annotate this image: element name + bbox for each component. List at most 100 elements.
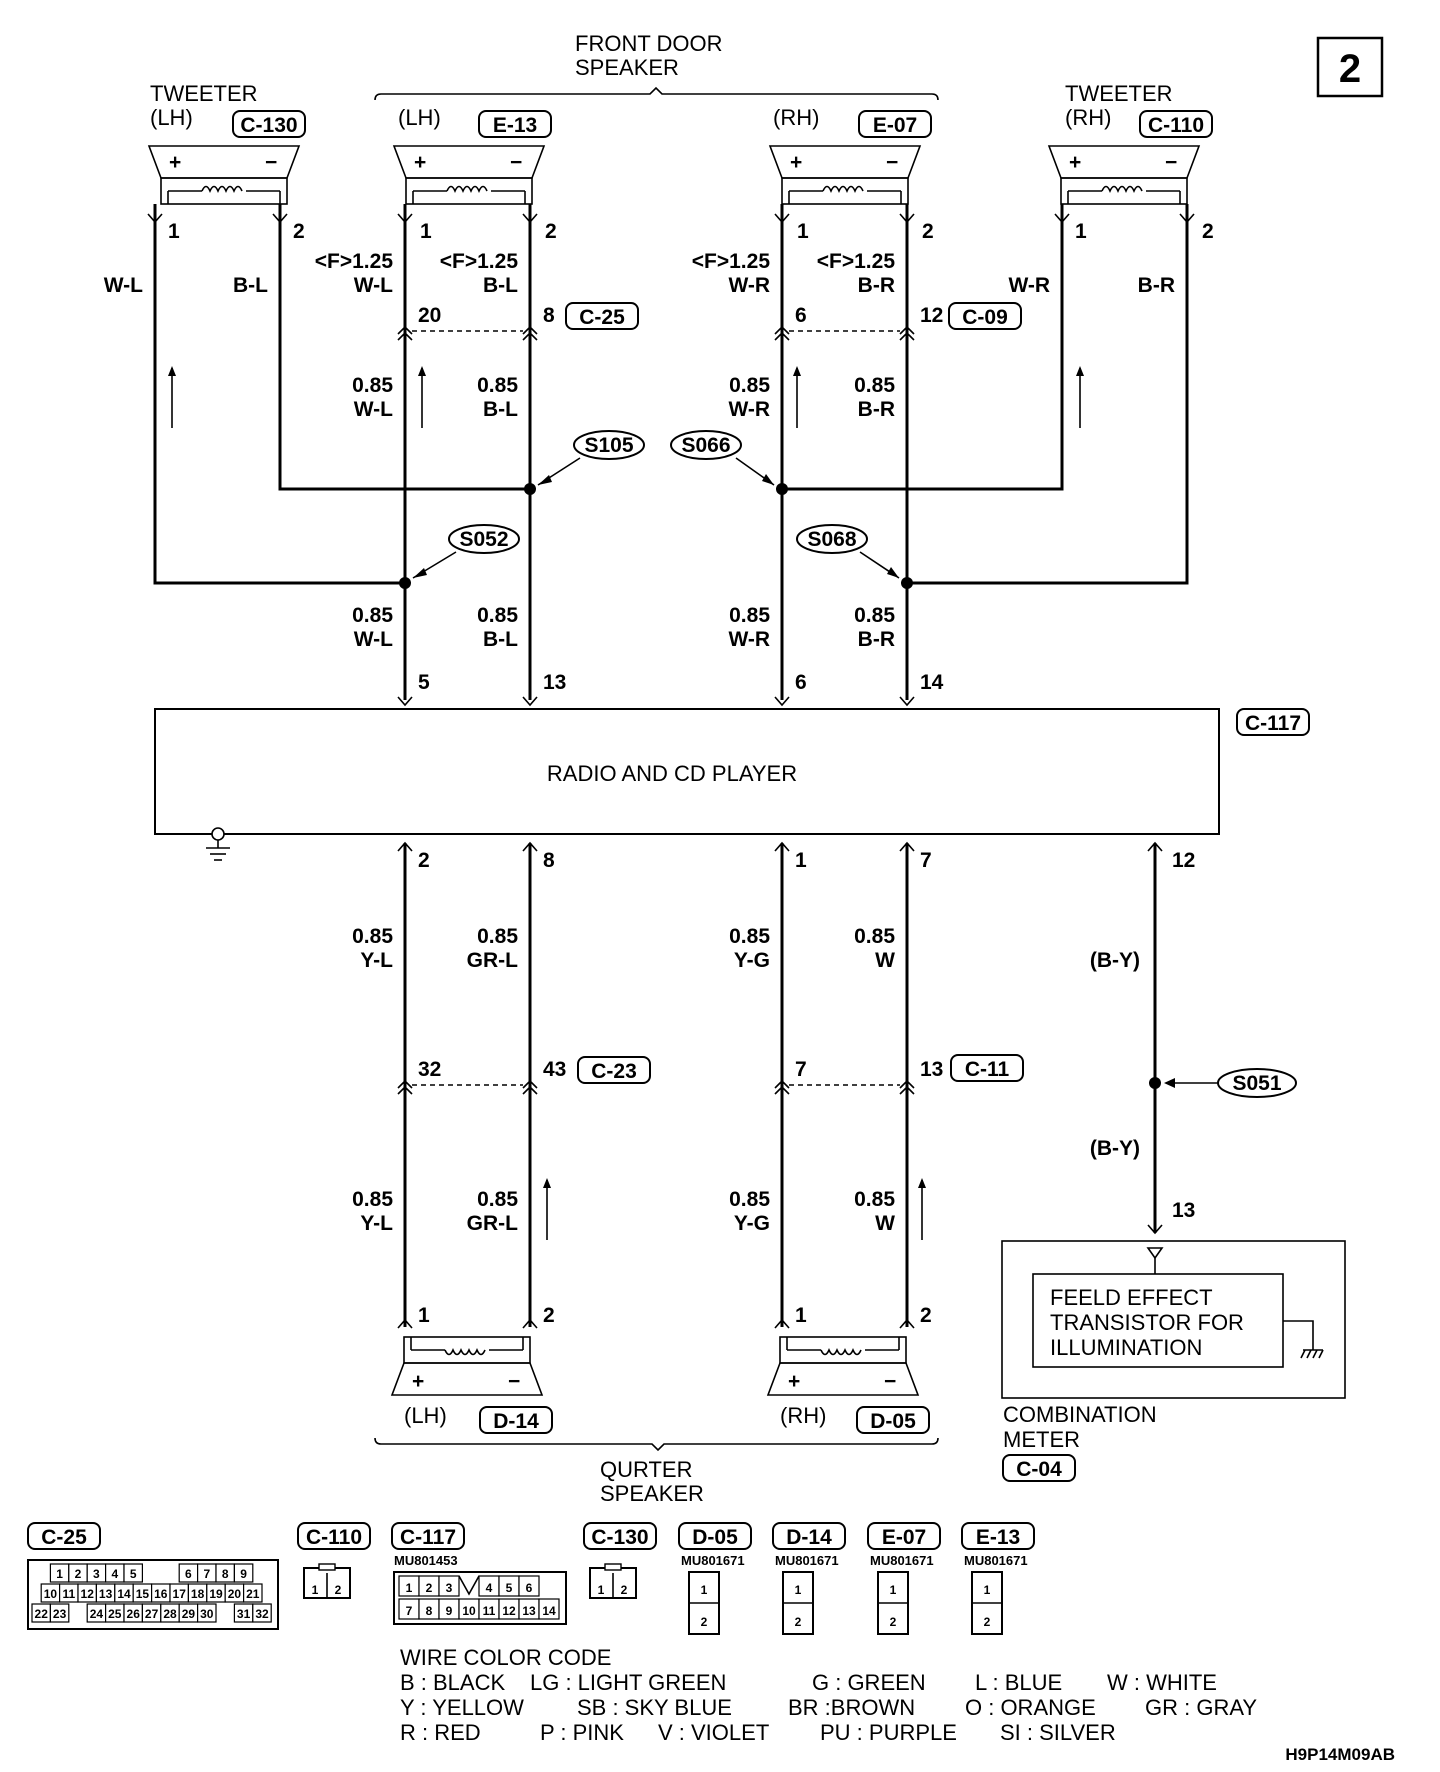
svg-text:0.85: 0.85	[477, 374, 518, 397]
svg-text:W-L: W-L	[354, 274, 393, 297]
page-number-box	[1316, 36, 1384, 98]
svg-text:SI : SILVER: SI : SILVER	[1000, 1720, 1116, 1745]
svg-text:<F>1.25: <F>1.25	[692, 250, 771, 273]
connector-pin: 5	[506, 1581, 513, 1595]
connector-pin: 9	[240, 1567, 247, 1581]
connector-pin: 11	[483, 1604, 496, 1618]
svg-text:(LH): (LH)	[404, 1403, 447, 1428]
svg-text:MU801453: MU801453	[394, 1553, 458, 1568]
svg-text:0.85: 0.85	[352, 604, 393, 627]
svg-text:Y-G: Y-G	[734, 949, 770, 972]
splice-s066: S066	[670, 430, 775, 486]
quarter-title-2: SPEAKER	[600, 1481, 704, 1506]
svg-text:Y-L: Y-L	[360, 949, 393, 972]
connector-pin: 7	[203, 1567, 210, 1581]
joint-c11-tag: C-11	[965, 1058, 1010, 1081]
wire-color-code: WIRE COLOR CODE B : BLACK LG : LIGHT GRE…	[400, 1645, 1257, 1745]
connector-pin: 6	[185, 1567, 192, 1581]
svg-text:0.85: 0.85	[854, 604, 895, 627]
svg-text:W-L: W-L	[354, 628, 393, 651]
quarter-speaker-rh: 1 2 (RH) D-05	[767, 1304, 932, 1434]
svg-text:S066: S066	[681, 434, 730, 457]
connector-pin: 10	[462, 1604, 476, 1618]
svg-text:RADIO AND CD PLAYER: RADIO AND CD PLAYER	[547, 761, 797, 786]
svg-text:2: 2	[1202, 220, 1214, 243]
svg-text:0.85: 0.85	[352, 925, 393, 948]
connector-pin: 6	[526, 1581, 533, 1595]
svg-text:2: 2	[418, 849, 430, 872]
tweeter-lh: TWEETER (LH) C-130 1 2	[148, 81, 306, 243]
svg-text:1: 1	[795, 1304, 807, 1327]
front-speaker-rh: (RH) E-07 1 2	[769, 105, 934, 243]
svg-text:C-110: C-110	[1148, 114, 1204, 137]
connector-pin: 5	[130, 1567, 137, 1581]
quarter-speaker-lh: 1 2 (LH) D-14	[391, 1304, 555, 1434]
svg-text:W-L: W-L	[104, 274, 143, 297]
svg-text:0.85: 0.85	[477, 604, 518, 627]
svg-text:2: 2	[543, 1304, 555, 1327]
svg-text:E-13: E-13	[976, 1526, 1020, 1549]
svg-text:0.85: 0.85	[854, 374, 895, 397]
svg-text:B-L: B-L	[483, 274, 518, 297]
svg-text:13: 13	[920, 1058, 943, 1081]
connector-pin: 4	[486, 1581, 493, 1595]
svg-text:G : GREEN: G : GREEN	[812, 1670, 926, 1695]
svg-text:6: 6	[795, 304, 807, 327]
svg-text:B-R: B-R	[858, 398, 895, 421]
connector-pin: 9	[446, 1604, 453, 1618]
front-speaker-lh: (LH) E-13 1 2	[393, 105, 557, 243]
front-door-title-1: FRONT DOOR	[575, 31, 722, 56]
svg-text:WIRE COLOR CODE: WIRE COLOR CODE	[400, 1645, 611, 1670]
svg-text:1: 1	[795, 1583, 802, 1597]
connector-pin: 31	[237, 1607, 251, 1621]
svg-text:R : RED: R : RED	[400, 1720, 481, 1745]
svg-text:LG : LIGHT GREEN: LG : LIGHT GREEN	[530, 1670, 726, 1695]
connector-tag: C-130	[240, 114, 297, 137]
svg-text:TWEETER: TWEETER	[150, 81, 258, 106]
svg-text:7: 7	[920, 849, 932, 872]
connector-pin: 20	[228, 1587, 242, 1601]
svg-text:1: 1	[598, 1583, 605, 1597]
svg-text:0.85: 0.85	[854, 925, 895, 948]
svg-text:(RH): (RH)	[1065, 105, 1111, 130]
svg-text:C-117: C-117	[400, 1526, 456, 1549]
svg-text:<F>1.25: <F>1.25	[817, 250, 896, 273]
svg-text:W-R: W-R	[1008, 274, 1050, 297]
svg-text:<F>1.25: <F>1.25	[440, 250, 519, 273]
svg-text:0.85: 0.85	[352, 1188, 393, 1211]
svg-text:12: 12	[1172, 849, 1195, 872]
svg-text:TWEETER: TWEETER	[1065, 81, 1173, 106]
svg-text:2: 2	[922, 220, 934, 243]
svg-text:MU801671: MU801671	[681, 1553, 745, 1568]
svg-text:1: 1	[1075, 220, 1087, 243]
connector-pin: 11	[62, 1587, 75, 1601]
connector-view-d14: D-14 MU801671 1 2	[772, 1522, 846, 1635]
svg-text:MU801671: MU801671	[775, 1553, 839, 1568]
connector-pin: 14	[542, 1604, 556, 1618]
svg-text:GR-L: GR-L	[467, 1212, 518, 1235]
svg-text:S068: S068	[807, 528, 856, 551]
svg-text:(B-Y): (B-Y)	[1090, 1137, 1140, 1160]
svg-text:<F>1.25: <F>1.25	[315, 250, 394, 273]
svg-text:Y : YELLOW: Y : YELLOW	[400, 1695, 524, 1720]
svg-text:0.85: 0.85	[729, 925, 770, 948]
svg-text:6: 6	[795, 671, 807, 694]
splice-s068: S068	[796, 524, 900, 579]
svg-text:E-07: E-07	[873, 114, 917, 137]
connector-pin: 28	[163, 1607, 177, 1621]
svg-text:1: 1	[984, 1583, 991, 1597]
svg-text:1: 1	[418, 1304, 430, 1327]
connector-pin: 2	[426, 1581, 433, 1595]
svg-text:0.85: 0.85	[854, 1188, 895, 1211]
svg-text:(RH): (RH)	[773, 105, 819, 130]
splice-s105: S105	[537, 430, 645, 486]
radio-cd-player: RADIO AND CD PLAYER C-117	[154, 708, 1310, 861]
bottom-wires	[403, 843, 1157, 1327]
svg-text:D-05: D-05	[692, 1526, 738, 1549]
connector-pin: 32	[255, 1607, 269, 1621]
svg-text:0.85: 0.85	[477, 925, 518, 948]
svg-text:E-07: E-07	[882, 1526, 926, 1549]
svg-text:2: 2	[920, 1304, 932, 1327]
joint-c09-tag: C-09	[962, 306, 1008, 329]
